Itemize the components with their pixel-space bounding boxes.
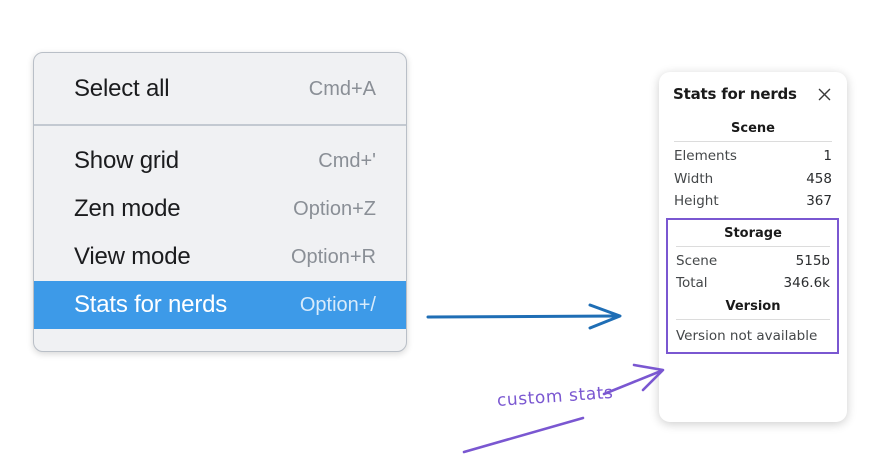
stat-row-width: Width 458 (673, 168, 833, 191)
stats-panel-title: Stats for nerds (673, 85, 797, 103)
stats-panel-header: Stats for nerds (673, 85, 833, 103)
stat-label: Scene (676, 252, 718, 269)
custom-stats-highlight-box: Storage Scene 515b Total 346.6k Version … (666, 217, 839, 354)
stat-label: Height (674, 193, 719, 210)
menu-item-label: Show grid (74, 147, 179, 174)
stat-value: 515b (795, 252, 830, 269)
menu-group-primary: Select all Cmd+A (34, 53, 406, 124)
stat-label: Elements (674, 148, 737, 164)
menu-item-view-mode[interactable]: View mode Option+R (34, 233, 406, 281)
version-text: Version not available (676, 327, 818, 344)
menu-item-show-grid[interactable]: Show grid Cmd+' (34, 137, 406, 185)
scene-divider (674, 141, 832, 142)
stat-value: 458 (806, 170, 832, 187)
menu-item-select-all[interactable]: Select all Cmd+A (34, 65, 406, 113)
stat-value: 1 (823, 148, 832, 164)
stat-row-storage-total: Total 346.6k (675, 272, 831, 295)
menu-item-shortcut: Cmd+A (308, 77, 376, 100)
menu-item-shortcut: Option+R (290, 245, 376, 268)
menu-item-shortcut: Option+Z (293, 197, 376, 220)
menu-item-label: Stats for nerds (74, 291, 228, 318)
menu-item-label: View mode (74, 243, 191, 270)
storage-section-heading: Storage (724, 225, 782, 241)
menu-item-label: Zen mode (74, 195, 181, 222)
stat-row-height: Height 367 (673, 190, 833, 213)
close-icon[interactable] (815, 85, 833, 103)
scene-section-heading: Scene (731, 121, 775, 136)
menu-item-shortcut: Cmd+' (318, 149, 376, 172)
blue-arrow-icon (426, 303, 622, 330)
custom-stats-annotation-label: custom stats (496, 382, 615, 411)
menu-group-secondary: Show grid Cmd+' Zen mode Option+Z View m… (34, 126, 406, 329)
stat-value: 367 (806, 193, 832, 210)
stat-label: Width (674, 170, 714, 187)
menu-item-zen-mode[interactable]: Zen mode Option+Z (34, 185, 406, 233)
storage-divider (676, 245, 830, 247)
stat-row-storage-scene: Scene 515b (675, 250, 831, 273)
purple-arrow-icon (602, 363, 665, 396)
menu-item-label: Select all (74, 75, 170, 102)
version-section-heading: Version (725, 298, 781, 314)
purple-underline-stroke (462, 416, 585, 454)
context-menu[interactable]: Select all Cmd+A Show grid Cmd+' Zen mod… (33, 52, 407, 352)
menu-item-shortcut: Option+/ (299, 293, 376, 316)
version-divider (676, 318, 830, 320)
menu-divider (34, 124, 406, 126)
stats-for-nerds-panel: Stats for nerds Scene Elements 1 Width 4… (659, 72, 847, 422)
stat-row-elements: Elements 1 (673, 145, 833, 168)
stat-label: Total (676, 275, 708, 292)
menu-item-stats-for-nerds[interactable]: Stats for nerds Option+/ (34, 281, 406, 329)
stat-value: 346.6k (783, 275, 830, 292)
